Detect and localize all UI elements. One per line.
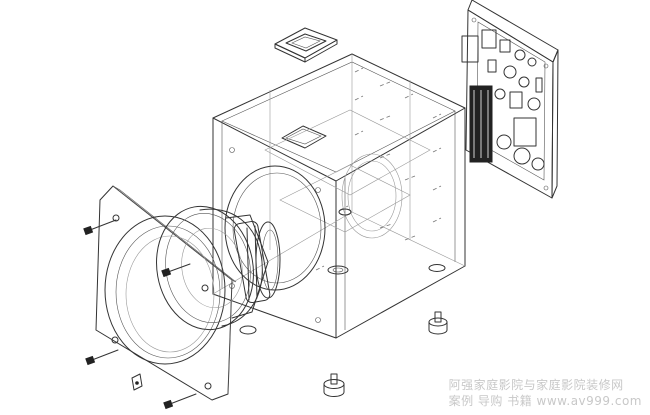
mounting-screw bbox=[83, 219, 197, 410]
amplifier-board bbox=[461, 0, 559, 199]
watermark-line-2: 案例 导购 书籍 www.av999.com bbox=[448, 394, 642, 408]
driver bbox=[156, 205, 281, 335]
foot bbox=[323, 311, 448, 397]
watermark-line-1: 阿强家庭影院与家庭影院装修网 bbox=[448, 378, 624, 392]
watermark: 阿强家庭影院与家庭影院装修网 案例 导购 书籍 www.av999.com bbox=[449, 377, 642, 409]
top-control-panel bbox=[274, 27, 338, 63]
front-baffle-ring bbox=[95, 185, 237, 401]
cabinet bbox=[212, 53, 466, 339]
